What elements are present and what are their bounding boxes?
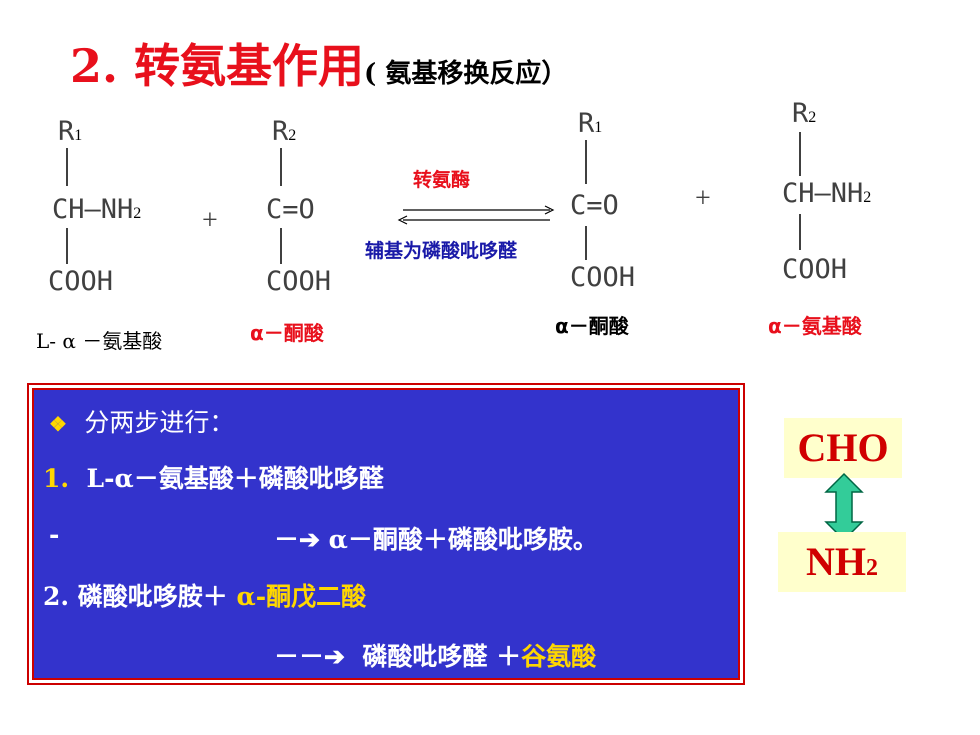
- reversible-arrow-icon: [397, 205, 555, 225]
- bond-line: [66, 228, 68, 264]
- p1-group: R1: [578, 108, 603, 139]
- r1-ch-nh: CH—NH2: [52, 194, 142, 225]
- cho-label: CHO: [784, 418, 902, 478]
- page-title: 2. 转氨基作用( 氨基移换反应）: [70, 30, 567, 96]
- step-1: 1. L-α－氨基酸＋磷酸吡哆醛: [43, 464, 384, 493]
- bond-line: [280, 148, 282, 186]
- title-sub: ( 氨基移换反应）: [364, 59, 568, 89]
- r2-group: R2: [272, 116, 297, 147]
- step-1-result: －➔ α－酮酸＋磷酸吡哆胺。: [274, 525, 598, 554]
- step-2-result: －－➔ 磷酸吡哆醛 ＋谷氨酸: [274, 642, 597, 671]
- steps-panel: ❖ 分两步进行： 1. L-α－氨基酸＋磷酸吡哆醛 - －➔ α－酮酸＋磷酸吡哆…: [27, 383, 745, 685]
- r2-caption: α－酮酸: [250, 321, 324, 345]
- p2-group: R2: [792, 98, 817, 129]
- p1-co: C=O: [570, 190, 619, 221]
- p1-caption: α－酮酸: [555, 314, 629, 338]
- bond-line: [799, 132, 801, 176]
- r2-co: C=O: [266, 194, 315, 225]
- diamond-bullet-icon: ❖: [49, 412, 67, 436]
- nh2-label: NH2: [778, 532, 906, 592]
- plus-sign: +: [695, 183, 711, 214]
- bond-line: [66, 148, 68, 186]
- p2-cooh: COOH: [782, 254, 848, 285]
- r1-group: R1: [58, 116, 83, 147]
- cofactor-label: 辅基为磷酸吡哆醛: [365, 240, 518, 262]
- steps-heading: ❖ 分两步进行：: [49, 408, 235, 437]
- plus-sign: +: [202, 205, 218, 236]
- title-main: 2. 转氨基作用: [70, 39, 365, 93]
- bond-line: [585, 140, 587, 184]
- r1-cooh: COOH: [48, 266, 114, 297]
- bond-line: [280, 228, 282, 264]
- r2-cooh: COOH: [266, 266, 332, 297]
- p2-caption: α－氨基酸: [768, 314, 862, 338]
- step-2: 2. 磷酸吡哆胺＋ α-酮戊二酸: [43, 582, 367, 611]
- bond-line: [585, 226, 587, 260]
- bond-line: [799, 214, 801, 250]
- r1-caption: L- α －氨基酸: [36, 329, 163, 353]
- enzyme-label: 转氨酶: [413, 169, 471, 191]
- step-1-dash: -: [49, 520, 60, 549]
- p1-cooh: COOH: [570, 262, 636, 293]
- p2-ch-nh: CH—NH2: [782, 178, 872, 209]
